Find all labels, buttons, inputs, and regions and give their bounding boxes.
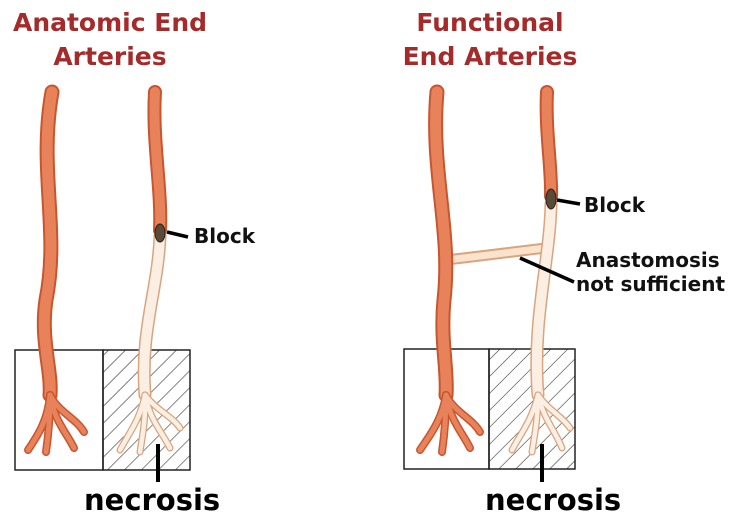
left-title: Anatomic End Arteries [0,6,220,74]
right-title: Functional End Arteries [385,6,595,74]
right-block-label: Block [584,193,645,217]
left-block-pointer [167,232,188,237]
anastomosis-vessel [446,248,546,260]
left-panel [15,92,190,482]
left-block-label: Block [194,224,255,248]
left-necrosis-label: necrosis [84,483,220,517]
anastomosis-label: Anastomosis not sufficient [576,248,725,296]
right-panel [404,92,580,482]
right-necrosis-label: necrosis [485,483,621,517]
right-block-plug [546,189,556,209]
right-block-pointer [557,200,580,204]
left-block-plug [155,224,165,242]
